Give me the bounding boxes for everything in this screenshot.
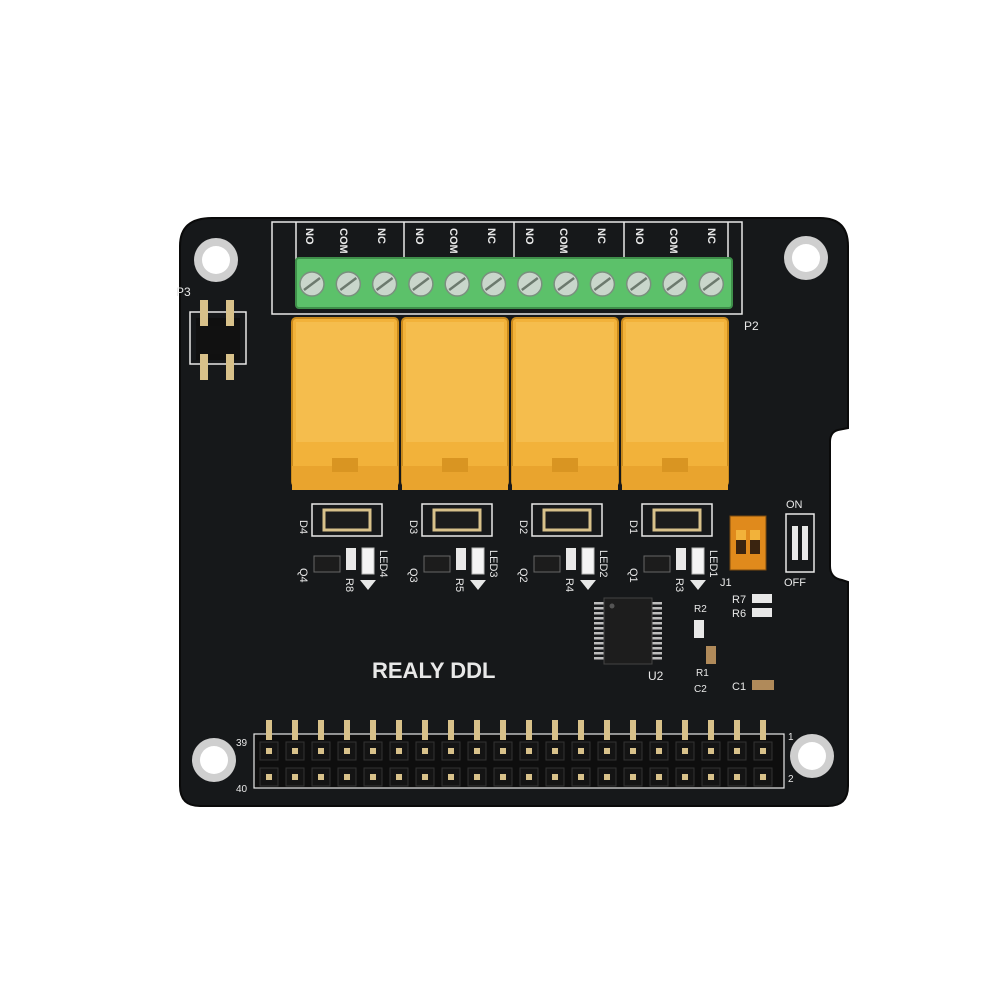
terminal-label: NO xyxy=(413,228,425,245)
pin-2-label: 2 xyxy=(788,774,794,785)
terminal-silkscreen-frame xyxy=(271,221,743,315)
board-title: REALY DDL xyxy=(372,658,495,683)
r1-label: R1 xyxy=(696,668,709,679)
p2-label: P2 xyxy=(744,319,759,333)
c1-label: C1 xyxy=(732,681,746,693)
on-label: ON xyxy=(786,499,803,511)
terminal-label: COM xyxy=(557,228,569,254)
c2-label: C2 xyxy=(694,684,707,695)
diode-label: D2 xyxy=(517,520,529,534)
transistor-label: Q1 xyxy=(627,568,639,583)
terminal-label: NC xyxy=(375,228,387,244)
resistor-label: R5 xyxy=(453,578,465,592)
pin-1-label: 1 xyxy=(788,732,794,743)
r7-label: R7 xyxy=(732,594,746,606)
j1-label: J1 xyxy=(720,577,732,589)
transistor-label: Q2 xyxy=(517,568,529,583)
relay xyxy=(401,317,509,490)
terminal-label: COM xyxy=(447,228,459,254)
diode-label: D3 xyxy=(407,520,419,534)
terminal-label: COM xyxy=(337,228,349,254)
r2-label: R2 xyxy=(694,604,707,615)
jumper-header-p3: P3 xyxy=(176,285,247,380)
resistor-label: R8 xyxy=(343,578,355,592)
diode-label: D4 xyxy=(297,520,309,534)
smd-resistors: R7 R6 R2 R1 C1 C2 xyxy=(694,594,774,695)
relay xyxy=(291,317,399,490)
terminal-label: NC xyxy=(595,228,607,244)
led-label: LED2 xyxy=(597,550,609,578)
u2-label: U2 xyxy=(648,669,664,683)
led-label: LED4 xyxy=(377,550,389,578)
screw-terminal-block xyxy=(295,257,733,309)
ic-u2: U2 xyxy=(594,597,664,683)
r6-label: R6 xyxy=(732,608,746,620)
pin-40-label: 40 xyxy=(236,784,248,795)
led-label: LED3 xyxy=(487,550,499,578)
on-off-indicator: ON OFF xyxy=(784,499,815,589)
relay xyxy=(621,317,729,490)
dip-switch-j1: J1 xyxy=(720,515,767,589)
led-label: LED1 xyxy=(707,550,719,578)
gpio-header-40pin: 39 40 1 2 xyxy=(236,720,794,795)
terminal-label: NO xyxy=(633,228,645,245)
relay xyxy=(511,317,619,490)
resistor-label: R3 xyxy=(673,578,685,592)
terminal-label: NC xyxy=(705,228,717,244)
relays xyxy=(291,317,729,490)
terminal-label: NO xyxy=(303,228,315,245)
mounting-holes xyxy=(192,236,834,782)
terminal-label: NO xyxy=(523,228,535,245)
pin-39-label: 39 xyxy=(236,738,248,749)
resistor-label: R4 xyxy=(563,578,575,592)
terminal-label: COM xyxy=(667,228,679,254)
p3-label: P3 xyxy=(176,285,191,299)
terminal-label: NC xyxy=(485,228,497,244)
transistor-label: Q3 xyxy=(407,568,419,583)
terminal-labels: NO COM NC NO COM NC NO COM NC NO COM NC xyxy=(303,228,717,254)
off-label: OFF xyxy=(784,577,806,589)
diode-label: D1 xyxy=(627,520,639,534)
transistor-label: Q4 xyxy=(297,568,309,583)
